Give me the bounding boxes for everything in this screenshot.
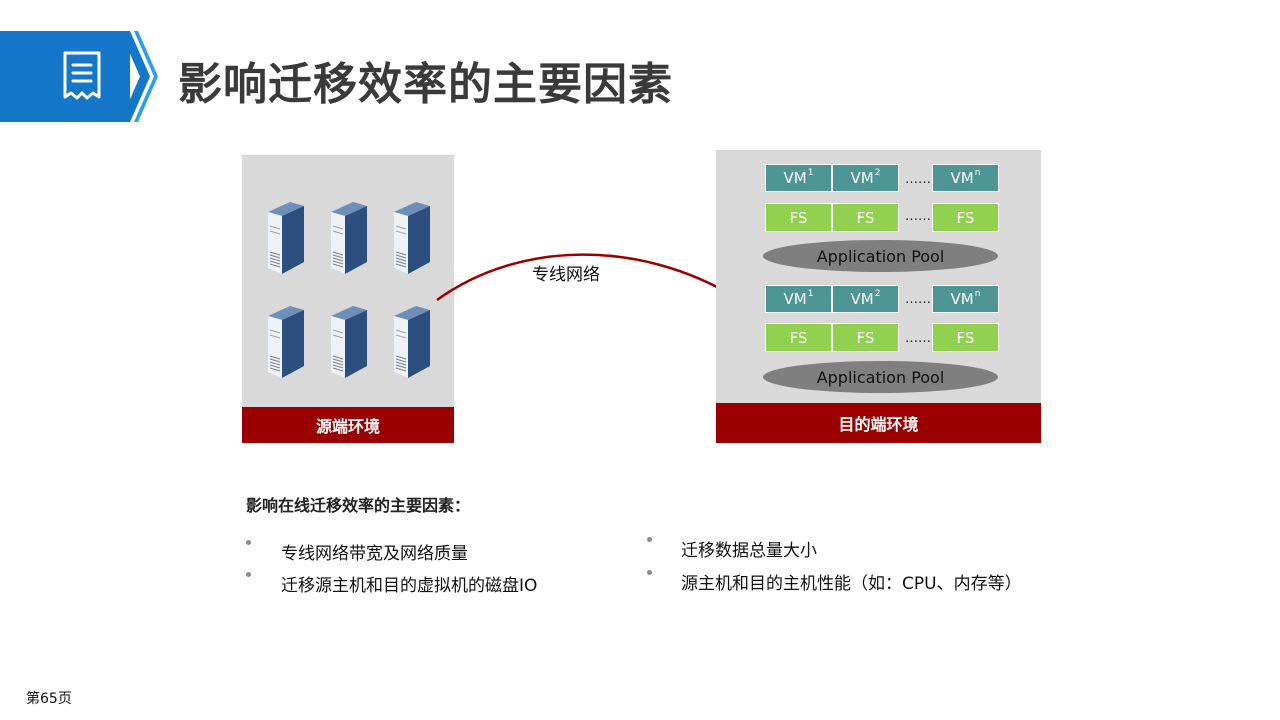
vm-ellipsis: …… [905,172,931,187]
factors-title: 影响在线迁移效率的主要因素： [246,496,471,515]
destination-label: 目的端环境 [716,403,1041,443]
fs-ellipsis: …… [905,209,931,224]
fs-box: FS [932,323,999,352]
server-icon [268,306,304,378]
server-icon [394,306,430,378]
network-label: 专线网络 [532,265,600,285]
fs-box: FS [765,323,832,352]
factor-right-1: 迁移数据总量大小 [681,541,817,561]
fs-box: FS [932,203,999,232]
source-label: 源端环境 [242,407,454,443]
server-icon [331,202,367,274]
bullet-dot [647,537,652,542]
fs-box: FS [832,323,899,352]
fs-box: FS [832,203,899,232]
page-title: 影响迁移效率的主要因素 [178,59,673,110]
bullet-dot [246,572,251,577]
factor-left-1: 专线网络带宽及网络质量 [281,544,468,564]
server-icon [394,202,430,274]
bullet-dot [246,540,251,545]
vm-ellipsis: …… [905,292,931,307]
destination-panel [716,150,1041,403]
application-pool: Application Pool [763,361,998,393]
document-icon [63,51,101,100]
application-pool: Application Pool [763,240,998,272]
server-icon [268,202,304,274]
server-icon [331,306,367,378]
header-chevron [120,31,158,122]
fs-box: FS [765,203,832,232]
fs-ellipsis: …… [905,331,931,346]
factor-left-2: 迁移源主机和目的虚拟机的磁盘IO [281,576,538,596]
page-number: 第65页 [26,691,72,707]
factor-right-2: 源主机和目的主机性能（如：CPU、内存等） [681,574,1022,594]
network-arrow [436,253,750,302]
bullet-dot [647,570,652,575]
